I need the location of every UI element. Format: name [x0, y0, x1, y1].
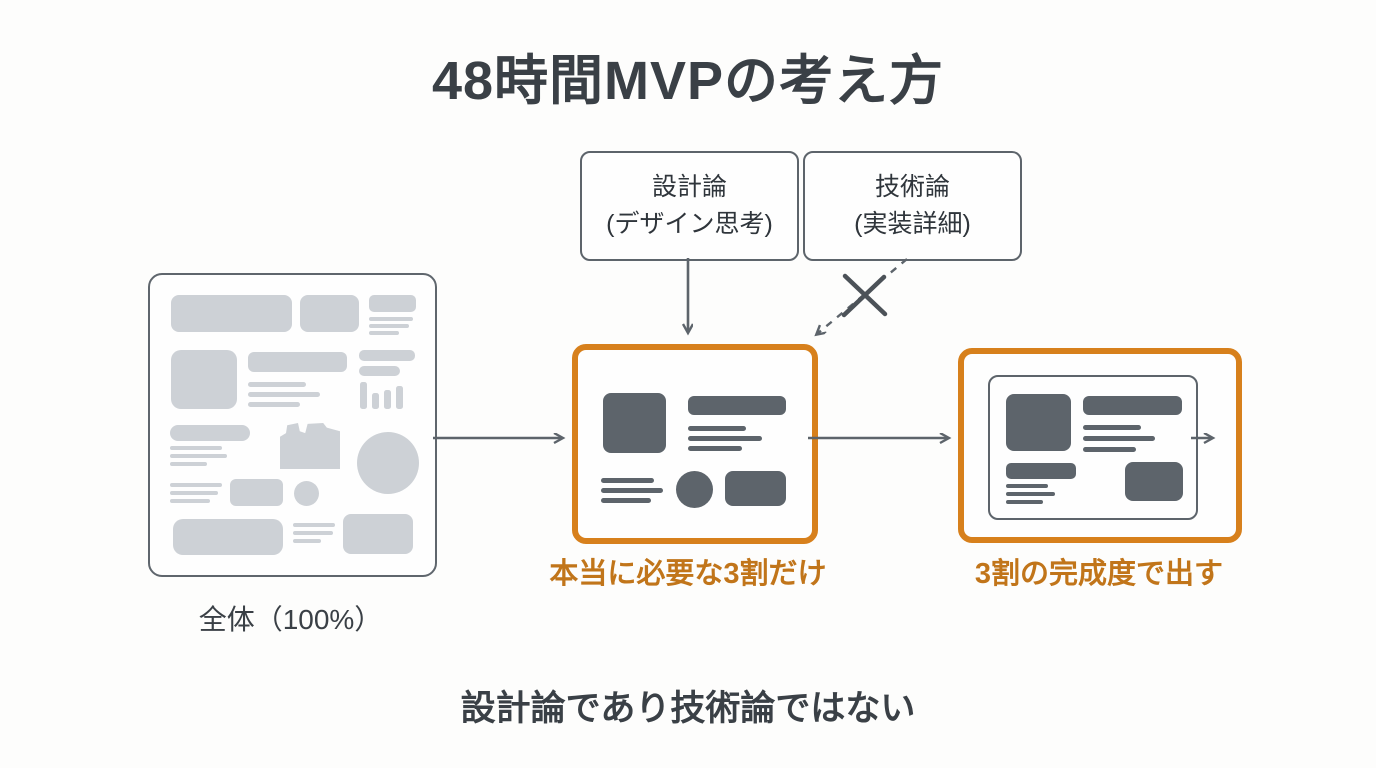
mini-barchart-bar — [384, 390, 391, 409]
wireframe-block — [171, 295, 292, 332]
wireframe-line — [688, 436, 762, 441]
wireframe-block — [300, 295, 359, 332]
wireframe-line — [359, 366, 400, 376]
wireframe-circle — [357, 432, 419, 494]
wireframe-line — [1006, 492, 1055, 496]
footer-note: 設計論であり技術論ではない — [460, 689, 916, 728]
wireframe-line — [688, 426, 746, 431]
wireframe-line — [170, 491, 218, 495]
wireframe-line — [1083, 436, 1155, 441]
wireframe-line — [248, 402, 300, 407]
wireframe-line — [248, 382, 306, 387]
wireframe-line — [170, 499, 210, 503]
design-theory-line2: (デザイン思考) — [606, 210, 773, 238]
wireframe-line — [248, 392, 320, 397]
wireframe-blob — [280, 423, 340, 469]
ship-box — [958, 348, 1242, 543]
wireframe-block — [230, 479, 283, 506]
page-title: 48時間MVPの考え方 — [431, 51, 945, 111]
wireframe-block — [369, 295, 416, 312]
wireframe-line — [1006, 500, 1043, 504]
wireframe-line — [1006, 484, 1048, 488]
wireframe-line — [369, 324, 409, 328]
wireframe-line — [293, 539, 321, 543]
wireframe-line — [369, 317, 413, 321]
wireframe-block — [688, 396, 786, 415]
wireframe-line — [170, 454, 227, 458]
tech-theory-line2: (実装詳細) — [854, 210, 971, 238]
wireframe-block — [1083, 396, 1182, 415]
wireframe-block — [173, 519, 283, 555]
wireframe-line — [601, 488, 663, 493]
wireframe-circle — [294, 481, 319, 506]
design-theory-box: 設計論 (デザイン思考) — [580, 151, 799, 261]
ship-inner-frame — [988, 375, 1198, 520]
wireframe-line — [293, 523, 335, 527]
wireframe-line — [688, 446, 742, 451]
wireframe-circle — [676, 471, 713, 508]
wireframe-line — [1083, 447, 1136, 452]
wireframe-line — [601, 498, 651, 503]
wireframe-line — [170, 462, 207, 466]
wireframe-line — [170, 446, 222, 450]
mini-barchart-bar — [396, 386, 403, 409]
wireframe-block — [170, 425, 250, 441]
wireframe-line — [359, 350, 415, 361]
wireframe-block — [1006, 394, 1071, 451]
wireframe-block — [343, 514, 413, 554]
wireframe-line — [293, 531, 333, 535]
tech-theory-line1: 技術論 — [874, 173, 950, 201]
arrow-tech-to-mvp-dashed — [817, 258, 908, 334]
whole-wireframe-box — [148, 273, 437, 577]
tech-theory-box: 技術論 (実装詳細) — [803, 151, 1022, 261]
ship-label: 3割の完成度で出す — [974, 558, 1224, 590]
wireframe-block — [603, 393, 666, 453]
wireframe-line — [1083, 425, 1141, 430]
wireframe-block — [1006, 463, 1076, 479]
wireframe-line — [369, 331, 399, 335]
mini-barchart-bar — [372, 393, 379, 409]
wireframe-line — [170, 483, 222, 487]
wireframe-block — [725, 471, 786, 506]
wireframe-block — [171, 350, 237, 409]
mvp-label: 本当に必要な3割だけ — [549, 558, 827, 590]
wireframe-line — [601, 478, 654, 483]
wireframe-block — [248, 352, 347, 372]
wireframe-block — [1125, 462, 1183, 501]
whole-label: 全体（100%） — [198, 604, 383, 635]
design-theory-line1: 設計論 — [651, 173, 727, 201]
cross-out-icon — [841, 273, 888, 318]
mvp-box — [572, 344, 818, 544]
mini-barchart-bar — [360, 382, 367, 409]
